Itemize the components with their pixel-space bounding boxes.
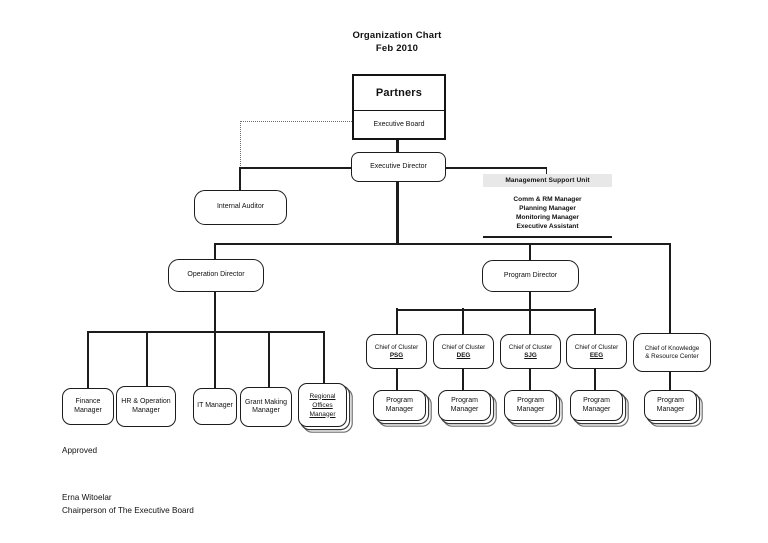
connector-drop-sjg [529,308,532,335]
connector-execdir-msu-h [445,167,547,169]
connector-operation-children-v [214,291,217,333]
msu-member-list: Comm & RM Manager Planning Manager Monit… [483,195,612,231]
connector-drop-it [214,331,217,388]
cluster-label: Chief of Cluster [441,343,486,351]
connector-main-h [214,243,671,246]
cluster-label: Chief of Cluster [574,343,619,351]
msu-member: Executive Assistant [516,223,579,230]
page-title-line1: Organization Chart [352,30,442,41]
executive-director-label: Executive Director [370,162,427,170]
grant-making-manager-label: Grant Making Manager [244,398,288,415]
msu-header-label: Management Support Unit [505,177,590,184]
executive-board-label: Executive Board [354,110,444,138]
node-operation-director: Operation Director [168,259,264,292]
connector-psg-pm [396,368,398,391]
connector-drop-grant [268,331,270,387]
connector-drop-eeg [594,308,596,335]
node-hr-operation-manager: HR & Operation Manager [116,386,176,427]
knowledge-center-label: Chief of Knowledge [644,344,700,352]
cluster-label: Chief of Cluster [374,343,419,351]
connector-deg-pm [462,368,464,391]
msu-member: Planning Manager [519,205,576,212]
partners-label: Partners [375,87,423,99]
connector-drop-program [529,243,532,261]
connector-auditor-drop [239,167,241,192]
connector-knowledge-pm [668,371,671,391]
hr-operation-manager-label: HR & Operation Manager [121,398,171,414]
program-director-label: Program Director [503,271,558,279]
connector-program-children-h [396,308,596,311]
node-chief-cluster-sjg: Chief of Cluster SJG [500,334,561,369]
node-chief-cluster-psg: Chief of Cluster PSG [366,334,427,369]
internal-auditor-label: Internal Auditor [216,203,265,211]
cluster-code: SJG [524,352,537,359]
signatory-name: Erna Witoelar [62,493,112,502]
connector-drop-regional [323,331,325,383]
node-program-director: Program Director [482,260,579,292]
connector-drop-knowledge [668,243,671,334]
connector-partners-execdir [396,139,399,154]
knowledge-center-label: & Resource Center [645,352,699,360]
node-program-manager-sjg: Program Manager [504,390,557,421]
program-manager-label: Program Manager [582,397,611,413]
msu-member: Monitoring Manager [515,214,579,221]
regional-offices-manager-label: Regional Offices Manager [309,392,336,418]
cluster-code: EEG [589,352,604,359]
msu-member: Comm & RM Manager [513,196,582,203]
node-program-manager-psg: Program Manager [373,390,426,421]
page-title: Organization Chart Feb 2010 [297,29,497,55]
node-program-manager-eeg: Program Manager [570,390,623,421]
node-it-manager: IT Manager [193,388,237,425]
connector-dotted-execboard [240,121,352,122]
program-manager-label: Program Manager [450,397,479,413]
cluster-code: PSG [389,352,404,359]
connector-eeg-pm [594,368,596,391]
node-program-manager-deg: Program Manager [438,390,491,421]
connector-drop-hr [146,331,148,386]
connector-drop-deg [462,308,464,335]
connector-drop-operation [214,243,217,260]
cluster-code: DEG [456,352,471,359]
node-partners: Partners Executive Board [352,74,446,140]
connector-operation-children-h [87,331,325,334]
signatory-role: Chairperson of The Executive Board [62,506,194,515]
node-internal-auditor: Internal Auditor [194,190,287,225]
program-manager-label: Program Manager [385,397,414,413]
connector-execdir-main [396,181,399,245]
it-manager-label: IT Manager [197,402,233,410]
connector-drop-psg [396,308,398,335]
node-executive-director: Executive Director [351,152,446,182]
node-chief-cluster-eeg: Chief of Cluster EEG [566,334,627,369]
connector-execdir-auditor-h [239,167,352,169]
program-manager-label: Program Manager [656,397,685,413]
signature-block: Erna Witoelar Chairperson of The Executi… [62,491,194,517]
approved-text: Approved [62,446,98,455]
cluster-label: Chief of Cluster [508,343,553,351]
program-manager-label: Program Manager [516,397,545,413]
node-chief-cluster-deg: Chief of Cluster DEG [433,334,494,369]
page-title-line2: Feb 2010 [375,43,419,54]
finance-manager-label: Finance Manager [74,398,102,414]
node-program-manager-krc: Program Manager [644,390,697,421]
msu-divider [483,236,612,238]
node-knowledge-resource-center: Chief of Knowledge & Resource Center [633,333,711,372]
connector-drop-finance [87,331,89,388]
approved-label: Approved [62,444,97,457]
connector-program-children-v [529,291,532,310]
node-finance-manager: Finance Manager [62,388,114,425]
connector-dotted-elbow [240,121,241,168]
connector-execdir-msu-v [545,167,548,176]
msu-header: Management Support Unit [483,174,612,187]
connector-sjg-pm [529,368,531,391]
operation-director-label: Operation Director [187,271,245,279]
node-regional-offices-manager: Regional Offices Manager [298,383,347,427]
node-grant-making-manager: Grant Making Manager [240,387,292,427]
